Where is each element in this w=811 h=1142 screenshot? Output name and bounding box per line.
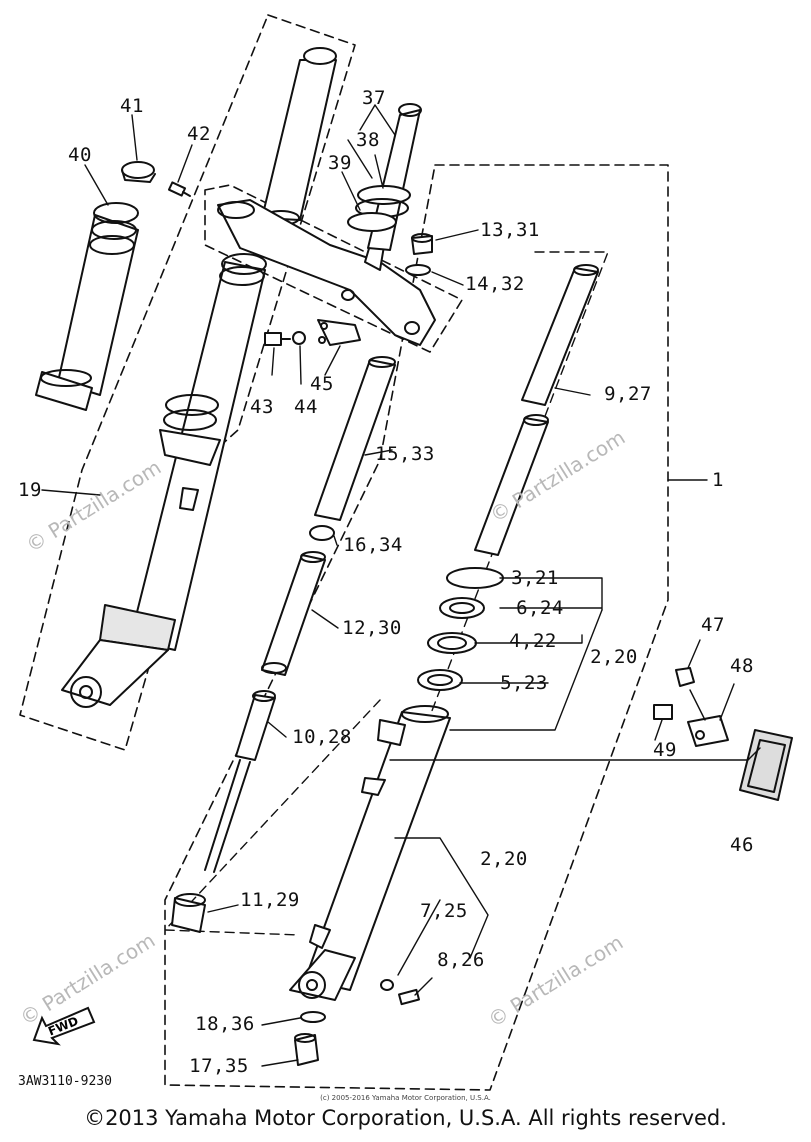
label-2-20-lower: 2,20 — [480, 848, 528, 870]
fwd-label: FWD — [46, 1014, 80, 1039]
label-9-27: 9,27 — [604, 383, 652, 405]
label-43: 43 — [250, 396, 274, 418]
label-49: 49 — [653, 739, 677, 761]
label-41: 41 — [120, 95, 144, 117]
copyright-footer: ©2013 Yamaha Motor Corporation, U.S.A. A… — [84, 1106, 727, 1130]
rebound-spring-part — [204, 690, 276, 873]
diagram-code: 3AW3110-9230 — [18, 1074, 112, 1089]
reflector-bracket-part — [687, 715, 729, 747]
washer-5-part — [417, 669, 463, 691]
bracket-45-part — [317, 319, 361, 346]
label-37: 37 — [362, 87, 386, 109]
label-40: 40 — [68, 144, 92, 166]
oil-seal-part — [427, 632, 477, 654]
clamp-band-part — [121, 161, 156, 183]
crown-boundary — [204, 184, 463, 353]
label-12-30: 12,30 — [342, 617, 402, 639]
label-11-29: 11,29 — [240, 889, 300, 911]
label-44: 44 — [294, 396, 318, 418]
label-3-21: 3,21 — [511, 567, 559, 589]
label-38: 38 — [356, 129, 380, 151]
washer-44-part — [292, 331, 306, 345]
outer-tube-part — [289, 705, 451, 1001]
label-1: 1 — [712, 469, 724, 491]
label-14-32: 14,32 — [465, 273, 525, 295]
bolt-8-part — [398, 988, 420, 1006]
label-45: 45 — [310, 373, 334, 395]
label-17-35: 17,35 — [189, 1055, 249, 1077]
label-19: 19 — [18, 479, 42, 501]
steering-crown-part — [217, 199, 436, 346]
label-16-34: 16,34 — [343, 534, 403, 556]
label-4-22: 4,22 — [509, 630, 557, 652]
damper-rod-part — [261, 551, 326, 676]
reflector-part — [739, 729, 793, 801]
label-7-25: 7,25 — [420, 900, 468, 922]
label-10-28: 10,28 — [292, 726, 352, 748]
part-16-seat — [309, 525, 335, 541]
fork-boot-part — [35, 202, 139, 411]
bolt-43-part — [264, 332, 291, 346]
label-18-36: 18,36 — [195, 1013, 255, 1035]
steering-stem-part — [347, 103, 422, 251]
label-42: 42 — [187, 123, 211, 145]
fork-spring-part — [474, 264, 599, 556]
retaining-clip-part — [446, 567, 504, 589]
leader-lines — [41, 104, 761, 1067]
label-8-26: 8,26 — [437, 949, 485, 971]
label-48: 48 — [730, 655, 754, 677]
o-ring-part — [405, 264, 431, 276]
gasket-7-part — [380, 979, 394, 991]
small-copyright: (c) 2005-2016 Yamaha Motor Corporation, … — [320, 1094, 491, 1102]
label-39: 39 — [328, 152, 352, 174]
label-46: 46 — [730, 834, 754, 856]
label-2-20-upper: 2,20 — [590, 646, 638, 668]
forward-arrow-icon: FWD — [32, 1006, 96, 1046]
washer-18-part — [300, 1011, 326, 1023]
label-6-24: 6,24 — [516, 597, 564, 619]
inner-tube-boundary-2 — [164, 699, 381, 936]
left-assembly-boundary — [19, 14, 356, 751]
right-assembly-boundary — [164, 164, 669, 1091]
bolt-49-part — [653, 704, 673, 720]
bolt-17-part — [294, 1033, 319, 1066]
dust-seal-part — [439, 597, 485, 619]
label-15-33: 15,33 — [375, 443, 435, 465]
cap-bolt-part — [411, 233, 433, 255]
label-13-31: 13,31 — [480, 219, 540, 241]
label-5-23: 5,23 — [500, 672, 548, 694]
bolt-42-part — [167, 181, 191, 197]
nut-47-part — [675, 667, 695, 687]
oil-lock-piece-part — [171, 893, 206, 933]
left-fork-leg-part — [61, 47, 337, 708]
inner-tube-part — [314, 356, 396, 521]
label-47: 47 — [701, 614, 725, 636]
